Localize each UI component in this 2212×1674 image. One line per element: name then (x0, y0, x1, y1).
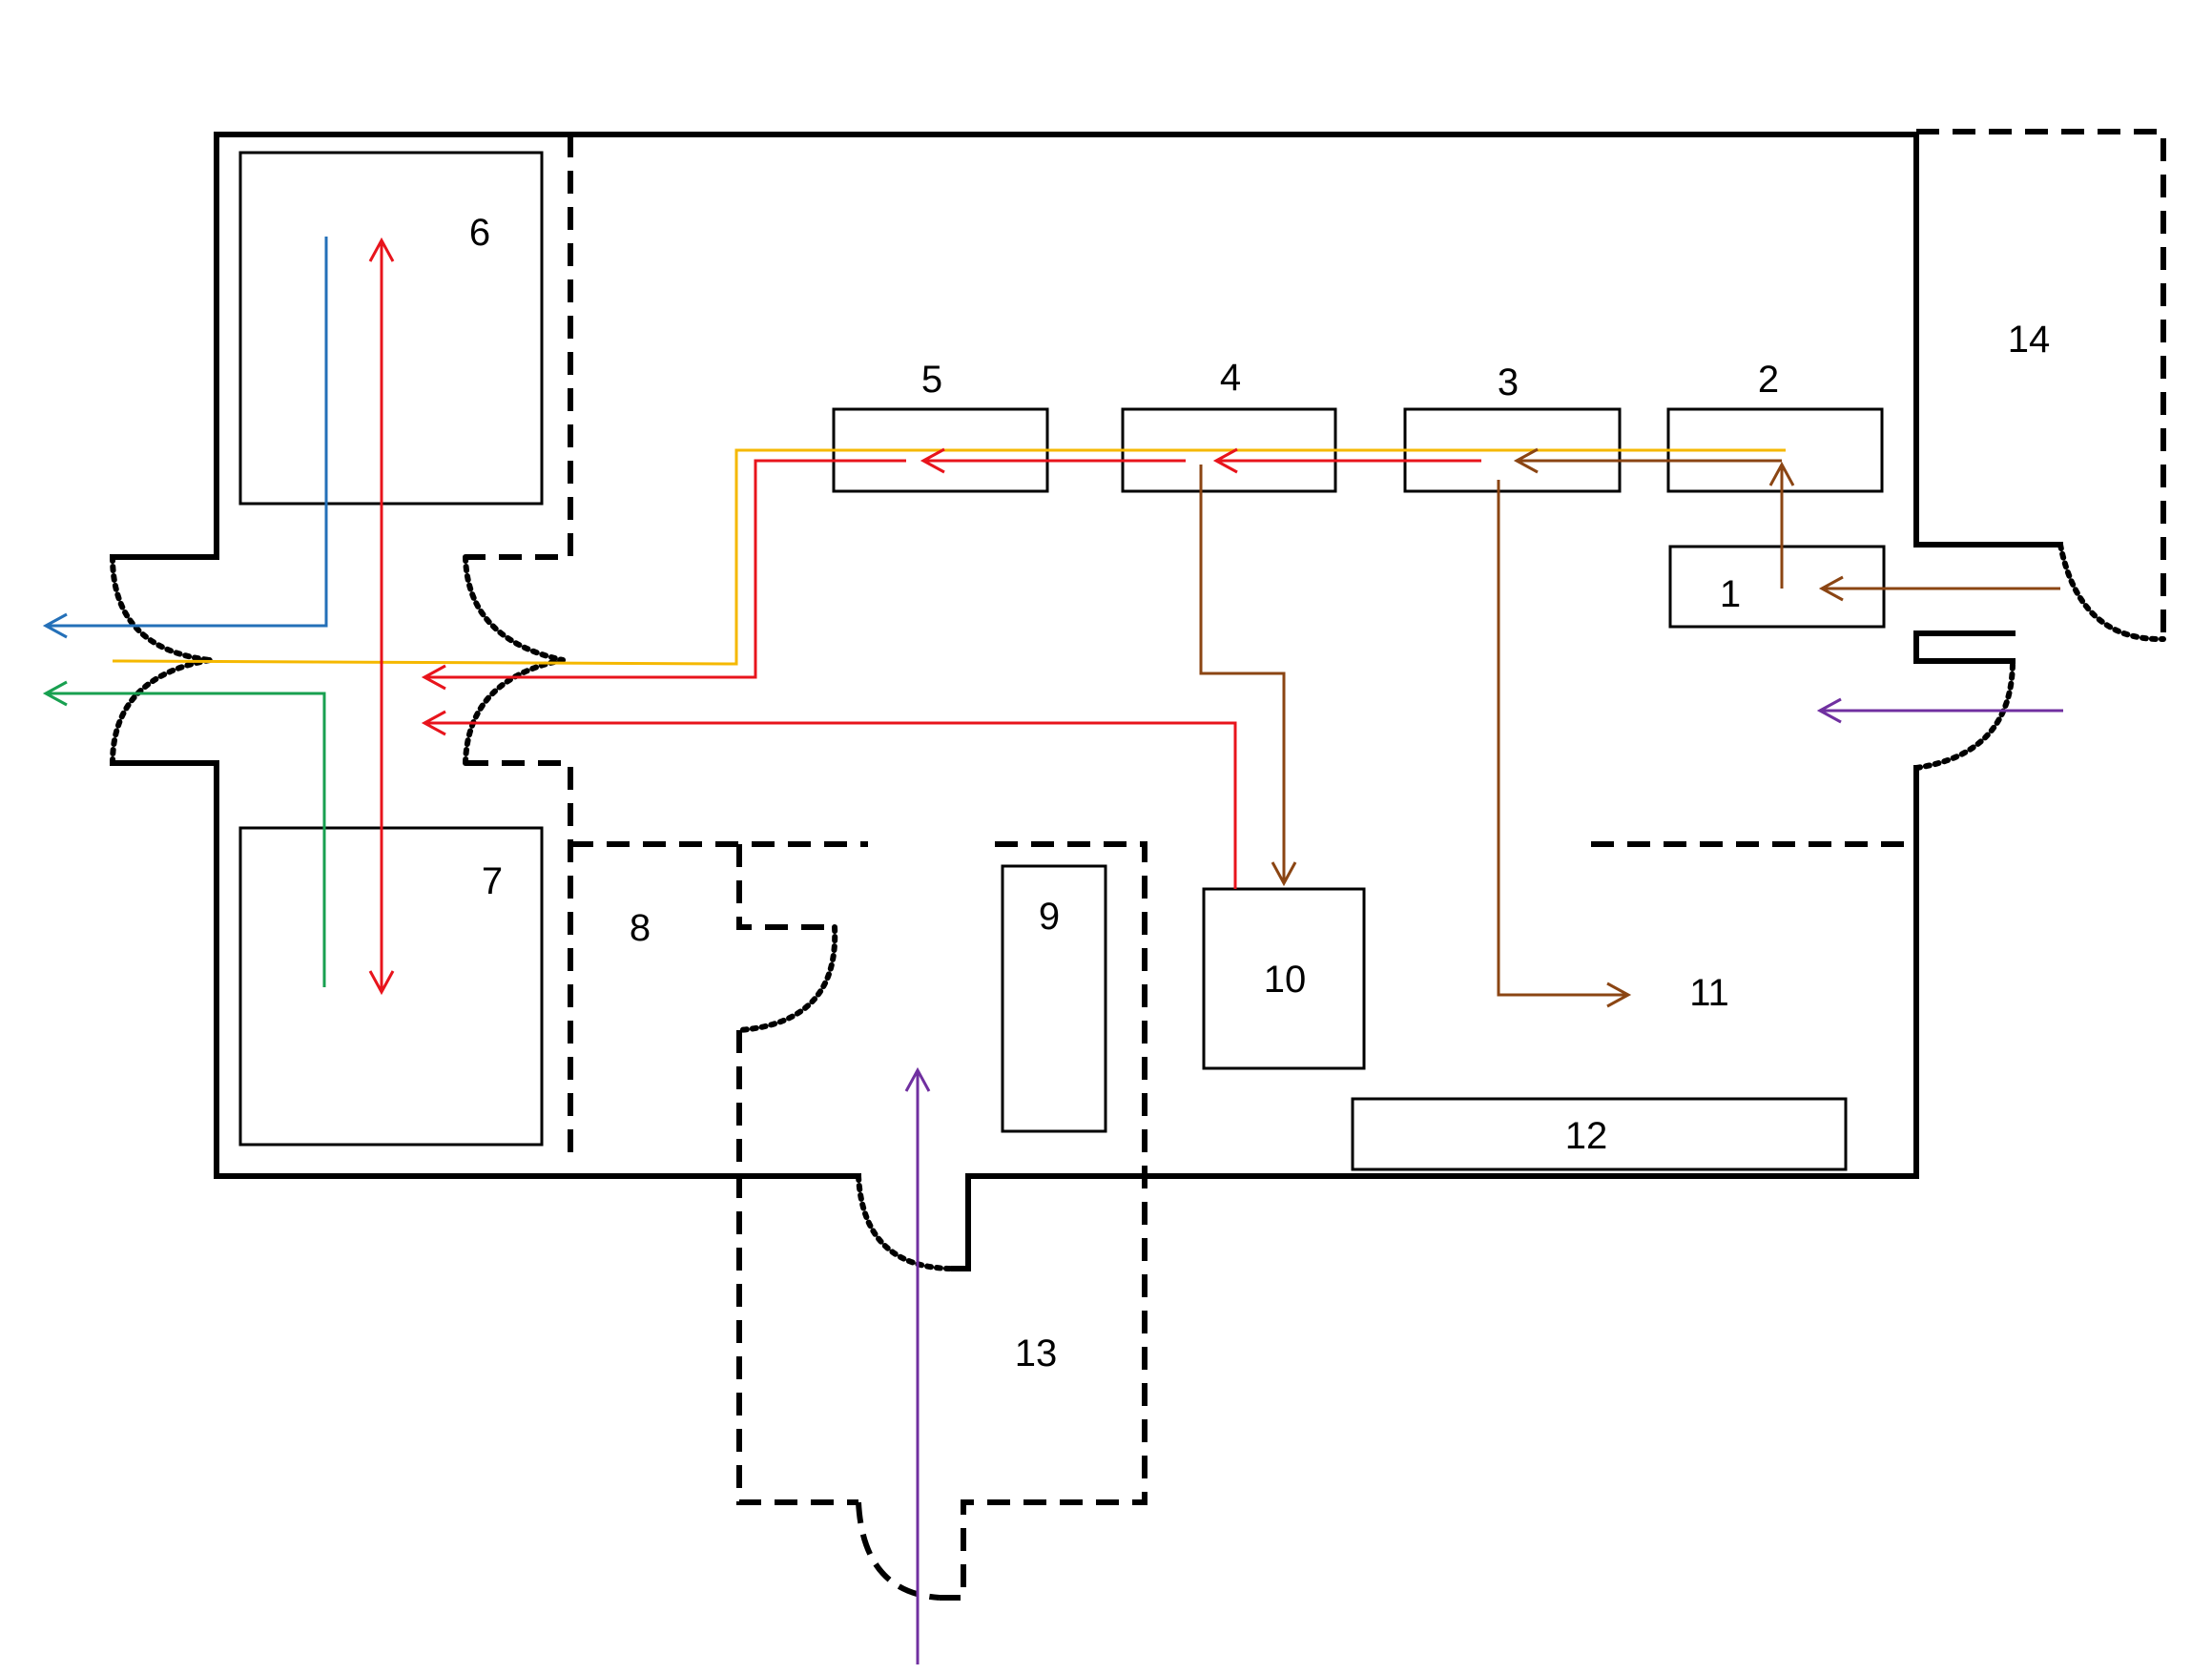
yellow-flow-line (112, 448, 1786, 666)
label-2: 2 (1758, 359, 1779, 401)
labels: 1 2 3 4 5 6 7 8 9 10 11 12 13 14 (469, 212, 2050, 1374)
label-5: 5 (921, 359, 942, 401)
brown-flow-4-to-10 (1199, 465, 1297, 887)
station-12-box (1351, 1097, 1848, 1171)
label-9: 9 (1039, 896, 1060, 938)
blue-flow-6-to-exit (42, 237, 328, 639)
red-flow-5-to-west (421, 459, 906, 691)
flows (42, 237, 2063, 1664)
label-6: 6 (469, 212, 490, 254)
station-1-box (1668, 545, 1886, 629)
station-10-box (1202, 887, 1366, 1070)
partitions (465, 129, 2166, 1601)
label-4: 4 (1220, 357, 1241, 399)
label-11: 11 (1689, 972, 1729, 1014)
label-10: 10 (1264, 959, 1307, 1001)
room-6-box (238, 151, 544, 506)
label-1: 1 (1720, 573, 1741, 615)
red-flow-10-to-west (421, 710, 1237, 889)
label-14: 14 (2008, 319, 2051, 361)
green-flow-7-to-exit (42, 680, 326, 987)
outer-walls (110, 132, 2063, 1271)
equipment (238, 151, 1886, 1171)
label-12: 12 (1565, 1115, 1608, 1157)
door-swings (110, 542, 2166, 1601)
label-8: 8 (630, 907, 651, 949)
station-9-box (1001, 864, 1107, 1133)
label-13: 13 (1015, 1333, 1058, 1374)
brown-flow-3-to-11 (1497, 480, 1632, 1008)
label-7: 7 (482, 860, 503, 902)
label-3: 3 (1498, 362, 1519, 403)
